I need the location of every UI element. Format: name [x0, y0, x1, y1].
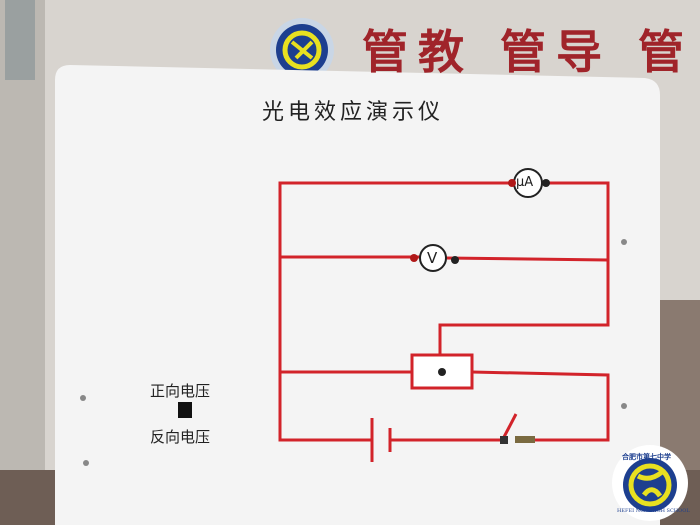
demo-board [55, 65, 660, 525]
voltmeter-label: V [427, 249, 438, 267]
circuit-wires [278, 181, 610, 462]
switch[interactable] [500, 436, 535, 444]
window-frame [0, 0, 45, 525]
screws [80, 239, 627, 466]
school-name-cn: 合肥市第七中学 [622, 452, 671, 461]
wall-banner: 管教 管导 管 [362, 25, 695, 79]
voltage-direction-switch[interactable] [178, 402, 192, 418]
wall-logo [270, 18, 334, 82]
microammeter [508, 168, 550, 198]
microammeter-label: μA [516, 175, 534, 190]
forward-voltage-label: 正向电压 [150, 382, 211, 400]
voltmeter [410, 244, 459, 272]
reverse-voltage-label: 反向电压 [150, 428, 211, 446]
board-title: 光电效应演示仪 [262, 100, 445, 125]
school-name-en: HEFEI NO.7 HIGH SCHOOL [617, 508, 690, 514]
school-logo [612, 445, 688, 521]
rheostat [410, 353, 474, 390]
window [5, 0, 35, 80]
